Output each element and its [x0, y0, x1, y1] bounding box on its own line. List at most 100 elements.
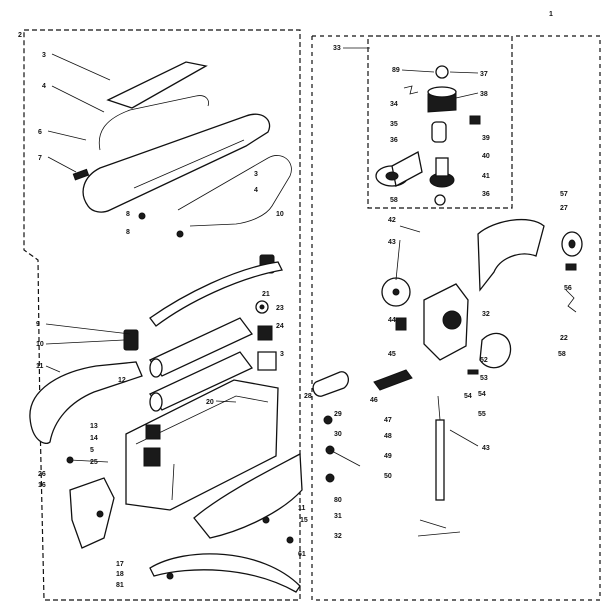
callout-label: 44 — [388, 317, 396, 324]
callout-label: 4 — [42, 83, 46, 90]
side-housing — [477, 218, 545, 292]
callout-label: 58 — [390, 197, 398, 204]
bracket-3 — [257, 351, 277, 371]
nut-29 — [323, 415, 333, 425]
handle-rod-upper — [98, 95, 209, 151]
bracket-45 — [395, 317, 407, 331]
cam-52 — [479, 332, 512, 369]
callout-label: 52 — [480, 357, 488, 364]
right-outer-frame — [311, 35, 601, 601]
callout-label: 11 — [36, 363, 44, 370]
callout-label: 10 — [36, 341, 44, 348]
callout-label: 47 — [384, 417, 392, 424]
clip-39 — [469, 115, 481, 125]
frame-20-inner — [135, 395, 269, 501]
callout-label: 15 — [300, 517, 308, 524]
head-cover-slot — [133, 139, 245, 189]
callout-label: 27 — [560, 205, 568, 212]
callout-label: 24 — [276, 323, 284, 330]
callout-label: 42 — [388, 217, 396, 224]
callout-label: 39 — [482, 135, 490, 142]
base-plate-11 — [29, 361, 143, 444]
latch-7 — [72, 168, 90, 181]
shaft-49 — [435, 419, 445, 501]
callout-label: 36 — [482, 191, 490, 198]
side-bracket-hole — [96, 510, 104, 518]
callout-label: 36 — [390, 137, 398, 144]
screw-8b — [176, 230, 184, 238]
callout-label: 22 — [560, 335, 568, 342]
lower-shell — [193, 452, 303, 539]
callout-label: 35 — [390, 121, 398, 128]
callout-label: 4 — [254, 187, 258, 194]
callout-label: 29 — [334, 411, 342, 418]
nut-80 — [325, 473, 335, 483]
spring-34 — [403, 85, 419, 95]
callout-label: 14 — [90, 435, 98, 442]
callout-label: 81 — [116, 582, 124, 589]
pulley-43-hub — [392, 288, 400, 296]
spring-22 — [565, 289, 577, 313]
callout-label: 11 — [298, 505, 306, 512]
callout-label: 18 — [116, 571, 124, 578]
bolt-25 — [69, 459, 109, 463]
callout-label: 9 — [36, 321, 40, 328]
callout-label: 40 — [482, 153, 490, 160]
leader-lines — [45, 47, 479, 447]
bracket-24 — [257, 325, 273, 341]
callout-label: 53 — [480, 375, 488, 382]
pin-32 — [417, 531, 461, 537]
callout-label: 7 — [38, 155, 42, 162]
callout-label: 54 — [478, 391, 486, 398]
callout-label: 43 — [482, 445, 490, 452]
fan-27 — [561, 231, 583, 257]
callout-label: 6 — [38, 129, 42, 136]
head-cover — [82, 113, 271, 213]
block-13b — [143, 447, 161, 467]
callout-label: 25 — [90, 459, 98, 466]
screw-81 — [166, 572, 174, 580]
callout-label: 10 — [276, 211, 284, 218]
callout-label: 31 — [334, 513, 342, 520]
callout-label: 50 — [384, 473, 392, 480]
callout-label: 8 — [126, 229, 130, 236]
callout-label: 57 — [560, 191, 568, 198]
bolt-30 — [329, 449, 361, 467]
roller-upper — [148, 317, 254, 378]
callout-label: 80 — [334, 497, 342, 504]
callout-label: 16 — [38, 482, 46, 489]
callout-label: 20 — [206, 399, 214, 406]
callout-label: 48 — [384, 433, 392, 440]
spring-48 — [437, 395, 441, 421]
handle-rod-lower — [177, 155, 292, 227]
page-label: 2 — [18, 32, 22, 39]
washer-58 — [434, 194, 446, 206]
callout-label: 49 — [384, 453, 392, 460]
spacer-28 — [312, 371, 350, 397]
callout-label: 12 — [118, 377, 126, 384]
callout-label: 41 — [482, 173, 490, 180]
callout-label: 3 — [42, 52, 46, 59]
clip-56 — [565, 263, 577, 271]
right-group-frame — [367, 35, 513, 209]
callout-label: 34 — [390, 101, 398, 108]
callout-label: 46 — [370, 397, 378, 404]
callout-label: 23 — [276, 305, 284, 312]
screw-8a — [138, 212, 146, 220]
callout-label: 56 — [564, 285, 572, 292]
callout-label: 55 — [478, 411, 486, 418]
bushing-35 — [431, 121, 447, 143]
callout-label: 58 — [558, 351, 566, 358]
belt-9 — [149, 261, 283, 327]
stray-mark: 1 — [549, 11, 553, 18]
gear-36-bottom — [429, 157, 455, 188]
callout-label: 38 — [480, 91, 488, 98]
lever-47 — [373, 369, 413, 391]
callout-label: 17 — [116, 561, 124, 568]
left-group-frame — [23, 29, 301, 601]
screw-61 — [286, 536, 294, 544]
frame-20 — [125, 379, 279, 511]
top-cover-plate — [106, 61, 208, 109]
bolt-25-head — [66, 456, 74, 464]
